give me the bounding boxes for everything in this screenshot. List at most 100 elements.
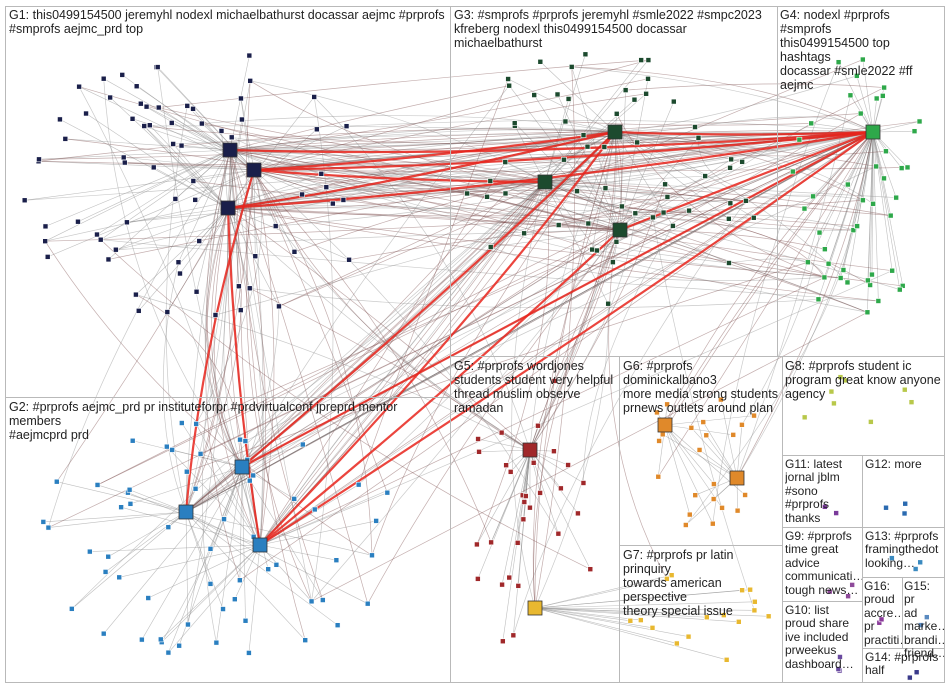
edge [614, 131, 706, 177]
edge [185, 229, 621, 513]
edge [97, 484, 187, 513]
edge [178, 149, 231, 263]
node-g3 [645, 57, 652, 63]
edge [96, 149, 231, 235]
group-label-g4: G4: nodexl #prprofs #smprofs this0499154… [780, 8, 913, 92]
node-g4 [805, 259, 811, 266]
node-g2 [184, 468, 190, 475]
edge [227, 80, 251, 209]
node-g5 [558, 485, 564, 492]
edge [619, 90, 626, 231]
edge [227, 207, 621, 231]
edge [201, 115, 616, 133]
strong-edge [227, 130, 874, 210]
edge [614, 131, 874, 205]
node-g7 [704, 614, 710, 621]
node-g4 [860, 197, 866, 204]
hub-node-g2 [252, 537, 268, 553]
group-label-g1: G1: this0499154500 jeremyhl nodexl micha… [9, 8, 445, 36]
node-g3 [531, 92, 538, 98]
node-g3 [484, 194, 490, 200]
node-g3 [664, 194, 671, 200]
node-g4 [904, 164, 911, 171]
edge [185, 131, 874, 513]
node-g1 [75, 218, 81, 225]
edge [259, 161, 506, 546]
edge [185, 131, 874, 513]
node-g3 [537, 58, 544, 65]
node-g1 [311, 94, 317, 100]
edge [253, 169, 897, 198]
node-g1 [239, 116, 245, 123]
edge [229, 149, 621, 231]
node-g2 [105, 553, 112, 560]
node-g4 [898, 165, 905, 171]
edge [544, 131, 874, 183]
node-g2 [273, 562, 280, 568]
node-g1 [124, 219, 130, 226]
edge [698, 137, 814, 197]
edge [227, 96, 315, 209]
node-g10 [835, 666, 842, 672]
node-g2 [242, 438, 249, 444]
node-g4 [847, 92, 854, 99]
node-g3 [634, 139, 640, 146]
edge [241, 131, 616, 468]
node-g1 [236, 283, 242, 290]
edge [105, 511, 187, 573]
group-label-g16: G16: proud accre… pr practiti… [864, 580, 902, 647]
edge [840, 131, 874, 279]
edge [253, 169, 373, 556]
edge [259, 492, 388, 546]
edge [253, 169, 858, 227]
node-g11 [833, 510, 839, 516]
edge [490, 246, 825, 281]
edge [124, 162, 255, 171]
node-g4 [808, 120, 815, 127]
edge [185, 181, 546, 513]
node-g9 [826, 588, 833, 595]
edge [294, 181, 546, 253]
edge [534, 607, 739, 623]
node-g3 [727, 200, 734, 207]
node-g1 [272, 223, 279, 229]
edge [240, 98, 264, 546]
group-label-g8: G8: #prprofs student ic program great kn… [785, 359, 941, 401]
edge [259, 131, 874, 546]
node-g5 [506, 574, 513, 581]
edge [662, 131, 874, 435]
node-g1 [133, 291, 139, 298]
edge [229, 131, 616, 151]
node-g3 [613, 111, 620, 117]
node-g1 [57, 116, 63, 123]
node-g1 [154, 64, 161, 70]
edge [229, 149, 531, 451]
edge [65, 138, 231, 151]
edge [103, 78, 243, 468]
edge [126, 207, 229, 223]
edge [185, 113, 861, 513]
edge [476, 181, 549, 545]
node-g6 [688, 425, 695, 431]
node-g1 [340, 197, 347, 203]
strong-edge [184, 169, 256, 513]
node-g1 [193, 288, 200, 295]
edge [168, 181, 546, 653]
node-g4 [837, 275, 844, 281]
node-g2 [179, 420, 185, 426]
edge [138, 207, 229, 312]
edge [253, 169, 546, 191]
edge [583, 225, 674, 483]
node-g2 [176, 642, 182, 649]
edge [227, 207, 621, 231]
edge [185, 511, 189, 625]
edge [544, 59, 642, 183]
edge [213, 207, 261, 546]
hub-node-g2 [234, 459, 250, 475]
edge [664, 131, 874, 426]
node-g13 [912, 566, 919, 572]
edge [173, 133, 800, 145]
node-g2 [139, 636, 145, 643]
node-g2 [207, 581, 214, 587]
node-g1 [196, 238, 203, 244]
